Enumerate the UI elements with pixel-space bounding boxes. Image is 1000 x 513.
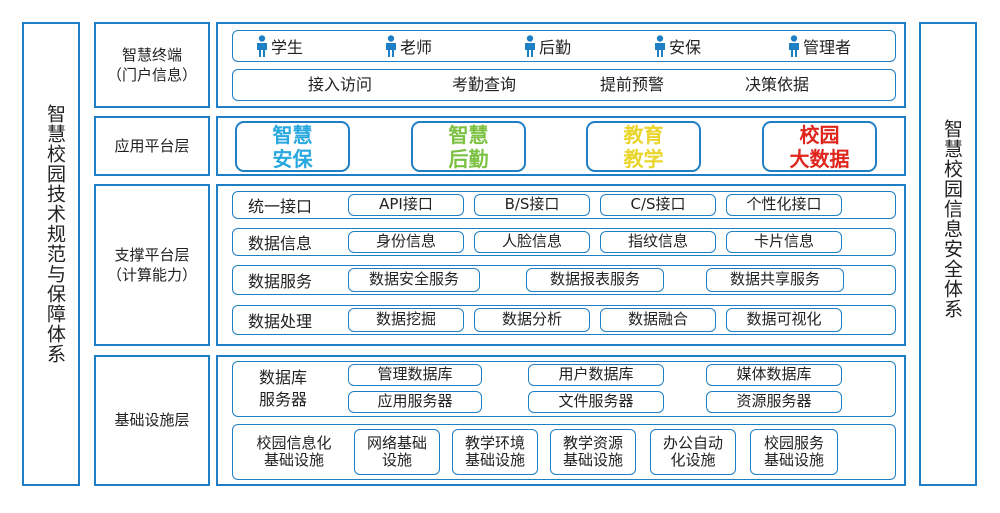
database-item: 用户数据库 [528, 364, 664, 386]
support-layer-label: 支撑平台层 （计算能力） [106, 245, 197, 284]
layer-label-terminal: 智慧终端 （门户信息） [94, 22, 210, 108]
support-item: 指纹信息 [600, 231, 716, 253]
portal-function: 接入访问 [308, 75, 373, 95]
facility-item: 教学环境 基础设施 [452, 429, 538, 475]
support-item: API接口 [348, 194, 464, 216]
role-item: 老师 [385, 34, 432, 58]
right-side-panel: 智慧校园信息安全体系 [919, 22, 977, 486]
role-label: 老师 [400, 38, 433, 57]
person-icon [788, 35, 803, 57]
role-label: 安保 [669, 38, 702, 57]
right-side-title: 智慧校园信息安全体系 [941, 119, 963, 319]
person-icon [256, 35, 271, 57]
server-item: 资源服务器 [706, 391, 842, 413]
facility-item: 校园服务 基础设施 [750, 429, 838, 475]
person-icon [385, 35, 400, 57]
support-row-title: 数据服务 [248, 272, 313, 291]
support-item: C/S接口 [600, 194, 716, 216]
role-label: 管理者 [803, 38, 852, 57]
role-label: 后勤 [539, 38, 572, 57]
role-item: 安保 [654, 34, 701, 58]
database-item: 管理数据库 [348, 364, 482, 386]
portal-functions-bar [232, 69, 896, 101]
app-tile: 智慧 后勤 [411, 121, 526, 172]
support-item: 人脸信息 [474, 231, 590, 253]
role-label: 学生 [271, 38, 304, 57]
server-item: 应用服务器 [348, 391, 482, 413]
person-icon [654, 35, 669, 57]
left-side-title: 智慧校园技术规范与保障体系 [44, 104, 66, 364]
role-item: 管理者 [788, 34, 851, 58]
server-item: 文件服务器 [528, 391, 664, 413]
facility-item: 办公自动 化设施 [650, 429, 736, 475]
support-item: B/S接口 [474, 194, 590, 216]
portal-function: 决策依据 [745, 75, 810, 95]
support-item: 数据共享服务 [706, 268, 844, 292]
facility-item: 网络基础 设施 [354, 429, 440, 475]
terminal-layer-label: 智慧终端 （门户信息） [106, 45, 197, 84]
layer-label-support: 支撑平台层 （计算能力） [94, 184, 210, 346]
support-item: 个性化接口 [726, 194, 842, 216]
support-item: 数据可视化 [726, 308, 842, 332]
support-item: 数据报表服务 [526, 268, 664, 292]
person-icon [524, 35, 539, 57]
app-tile: 校园 大数据 [762, 121, 877, 172]
role-item: 学生 [256, 34, 303, 58]
support-item: 数据挖掘 [348, 308, 464, 332]
database-item: 媒体数据库 [706, 364, 842, 386]
support-item: 数据安全服务 [348, 268, 480, 292]
support-item: 数据融合 [600, 308, 716, 332]
app-tile: 智慧 安保 [235, 121, 350, 172]
application-layer-label: 应用平台层 [114, 136, 190, 155]
support-row-title: 统一接口 [248, 197, 313, 216]
facility-item: 校园信息化 基础设施 [246, 429, 342, 475]
role-item: 后勤 [524, 34, 571, 58]
facility-item: 教学资源 基础设施 [550, 429, 636, 475]
support-item: 身份信息 [348, 231, 464, 253]
support-item: 卡片信息 [726, 231, 842, 253]
layer-label-application: 应用平台层 [94, 116, 210, 176]
foundation-layer-label: 基础设施层 [114, 411, 190, 430]
support-item: 数据分析 [474, 308, 590, 332]
roles-bar [232, 30, 896, 62]
support-row-title: 数据信息 [248, 234, 313, 253]
support-row-title: 数据处理 [248, 312, 313, 331]
portal-function: 考勤查询 [452, 75, 517, 95]
app-tile: 教育 教学 [586, 121, 701, 172]
left-side-panel: 智慧校园技术规范与保障体系 [22, 22, 80, 486]
server-group-title: 数据库 服务器 [258, 368, 307, 409]
portal-function: 提前预警 [600, 75, 665, 95]
layer-label-foundation: 基础设施层 [94, 355, 210, 486]
